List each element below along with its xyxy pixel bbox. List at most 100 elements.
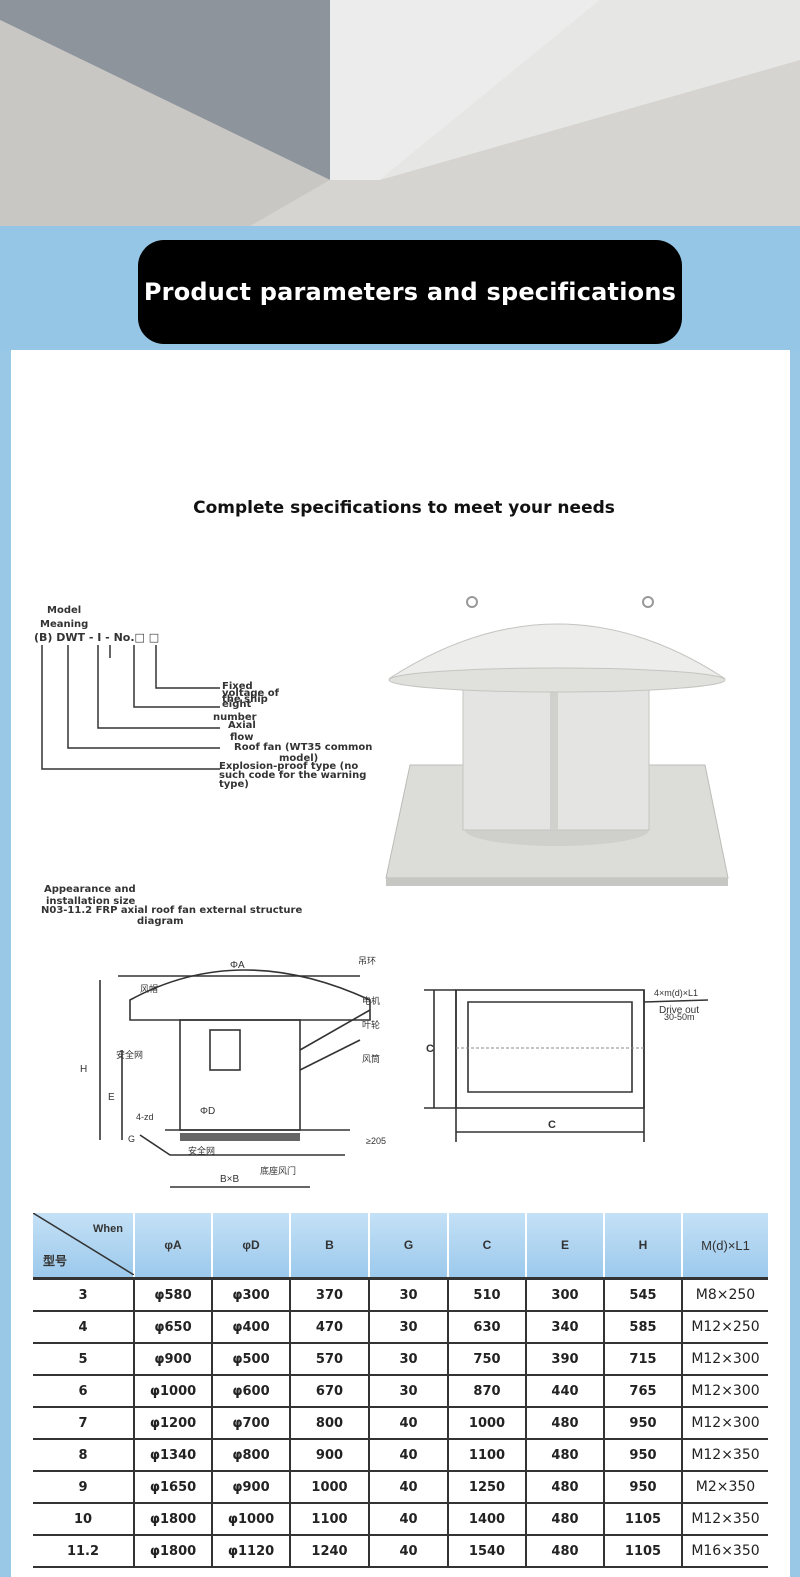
table-cell: 1250: [448, 1471, 527, 1504]
meaning-heading: Meaning: [40, 619, 89, 630]
table-cell: φ1000: [212, 1503, 291, 1536]
col-header: B: [290, 1213, 370, 1280]
table-cell: φ1650: [134, 1471, 213, 1504]
table-cell: 570: [290, 1343, 370, 1376]
table-cell: 1240: [290, 1535, 370, 1568]
table-cell: 10: [33, 1503, 135, 1536]
table-cell: 40: [369, 1439, 449, 1472]
section-title: Product parameters and specifications: [143, 278, 677, 306]
label-voltage: voltage of: [222, 688, 279, 699]
table-cell: M12×350: [682, 1439, 768, 1472]
table-cell: 340: [526, 1311, 605, 1344]
label-C-horizontal: C: [548, 1119, 556, 1131]
subtitle: Complete specifications to meet your nee…: [193, 498, 615, 518]
table-cell: 765: [604, 1375, 683, 1408]
label-explosion-1: Explosion-proof type (no: [219, 761, 359, 772]
table-cell: 1000: [448, 1407, 527, 1440]
table-cell: 5: [33, 1343, 135, 1376]
table-cell: 40: [369, 1471, 449, 1504]
table-cell: φ900: [134, 1343, 213, 1376]
table-cell: 545: [604, 1278, 683, 1312]
label-fixed: Fixed: [222, 681, 253, 692]
table-cell: φ1120: [212, 1535, 291, 1568]
table-cell: M12×300: [682, 1407, 768, 1440]
table-cell: 6: [33, 1375, 135, 1408]
table-cell: M8×250: [682, 1278, 768, 1312]
table-cell: 510: [448, 1278, 527, 1312]
table-cell: 585: [604, 1311, 683, 1344]
label-BxB: B×B: [220, 1174, 240, 1185]
top-view-drawing: C C 4×m(d)×L1 Drive out 30-50m: [424, 988, 709, 1142]
label-cn-hood: 风帽: [140, 983, 158, 994]
label-explosion-2: such code for the warning: [219, 770, 367, 781]
table-cell: M12×300: [682, 1375, 768, 1408]
table-cell: φ400: [212, 1311, 291, 1344]
product-photo-top: [0, 0, 800, 226]
model-heading: Model: [47, 605, 82, 616]
corner-top-label: When: [93, 1223, 123, 1235]
table-cell: 11.2: [33, 1535, 135, 1568]
model-code: (B) DWT - I - No.□ □: [34, 631, 160, 644]
label-phiD: ΦD: [200, 1106, 215, 1117]
table-cell: 480: [526, 1439, 605, 1472]
table-cell: M2×350: [682, 1471, 768, 1504]
table-cell: 40: [369, 1535, 449, 1568]
label-bolts: 4×m(d)×L1: [654, 988, 698, 998]
table-cell: 1540: [448, 1535, 527, 1568]
model-meaning-lines: [41, 645, 220, 770]
table-cell: 670: [290, 1375, 370, 1408]
table-cell: M12×250: [682, 1311, 768, 1344]
table-cell: φ1340: [134, 1439, 213, 1472]
label-number: number: [213, 712, 257, 723]
table-cell: φ1800: [134, 1503, 213, 1536]
table-cell: 30: [369, 1278, 449, 1312]
table-cell: 8: [33, 1439, 135, 1472]
corner-bottom-label: 型号: [43, 1254, 68, 1268]
label-cn-net-1: 安全网: [116, 1049, 143, 1060]
table-cell: φ800: [212, 1439, 291, 1472]
table-cell: 1000: [290, 1471, 370, 1504]
label-roof-fan: Roof fan (WT35 common: [234, 742, 373, 753]
table-cell: φ1200: [134, 1407, 213, 1440]
table-cell: 950: [604, 1439, 683, 1472]
label-phiA: ΦA: [230, 960, 245, 971]
col-header: φD: [212, 1213, 291, 1280]
appearance-line-2: installation size: [46, 896, 136, 907]
table-cell: φ1000: [134, 1375, 213, 1408]
table-cell: φ900: [212, 1471, 291, 1504]
table-cell: 4: [33, 1311, 135, 1344]
table-cell: 480: [526, 1471, 605, 1504]
label-cn-ring: 吊环: [358, 956, 376, 966]
table-header-row: When 型号 φA φD B G C E H M(d)×L1: [33, 1213, 768, 1280]
label-C-vertical: C: [426, 1043, 434, 1055]
table-cell: 1400: [448, 1503, 527, 1536]
table-cell: 480: [526, 1407, 605, 1440]
table-cell: M16×350: [682, 1535, 768, 1568]
table-cell: 40: [369, 1407, 449, 1440]
table-cell: 715: [604, 1343, 683, 1376]
label-axial: Axial: [228, 720, 256, 731]
table-cell: φ600: [212, 1375, 291, 1408]
appearance-line-1: Appearance and: [44, 884, 136, 895]
table-cell: 950: [604, 1407, 683, 1440]
table-cell: φ300: [212, 1278, 291, 1312]
table-cell: 9: [33, 1471, 135, 1504]
table-cell: 950: [604, 1471, 683, 1504]
table-cell: 870: [448, 1375, 527, 1408]
label-E: E: [108, 1092, 115, 1103]
table-cell: M12×300: [682, 1343, 768, 1376]
label-H: H: [80, 1064, 87, 1075]
table-cell: 750: [448, 1343, 527, 1376]
table-cell: 630: [448, 1311, 527, 1344]
table-cell: 1100: [290, 1503, 370, 1536]
table-cell: 3: [33, 1278, 135, 1312]
appearance-line-3: N03-11.2 FRP axial roof fan external str…: [41, 905, 303, 916]
